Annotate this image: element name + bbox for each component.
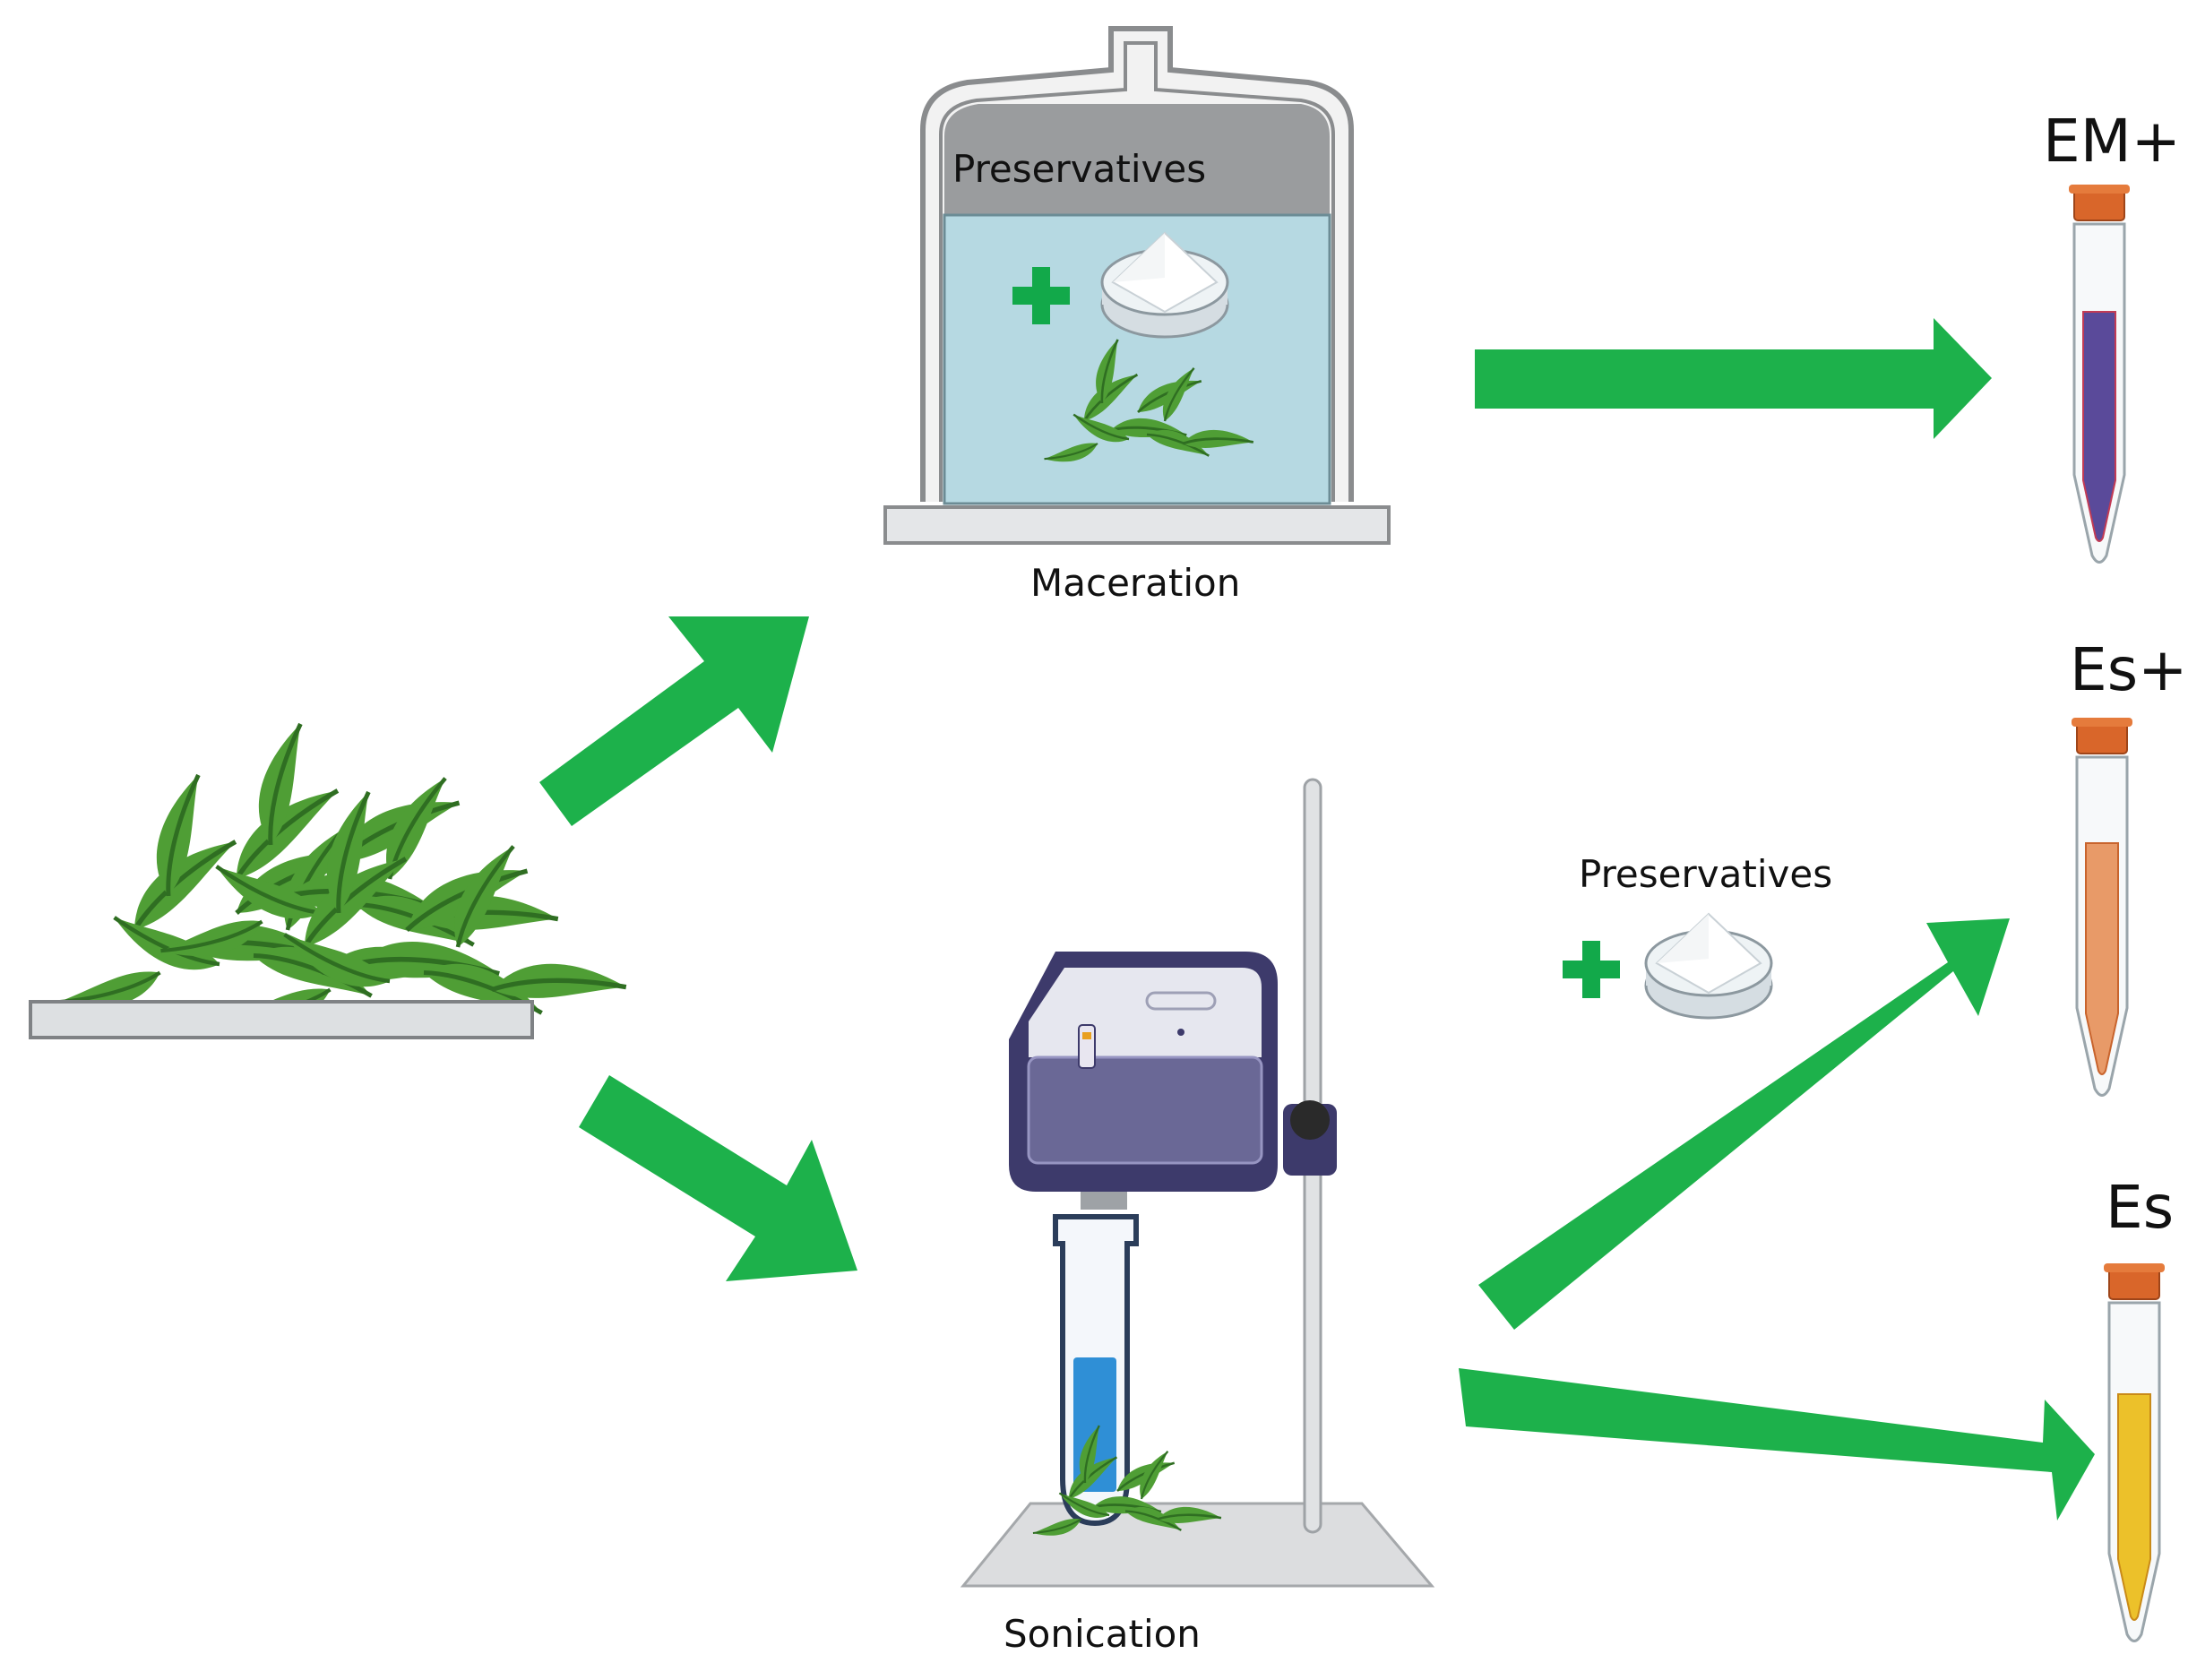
falcon-tube-icon [2102,1262,2166,1642]
maceration-vessel-icon [883,26,1391,545]
maceration-label: Maceration [1030,561,1240,605]
sonication-label: Sonication [1004,1612,1201,1656]
falcon-tube-icon [2067,183,2132,564]
tube-em-plus-label: EM+ [2043,107,2181,176]
arrow-to-sonication [579,1075,857,1281]
preservative-dish-icon [1644,912,1773,1020]
plus-icon [1563,941,1620,998]
tube-es-label: Es [2106,1173,2174,1242]
sonicator-icon [960,778,1435,1588]
falcon-tube-icon [2070,716,2134,1097]
sample-plate [29,1000,534,1039]
tube-es-plus-label: Es+ [2070,635,2187,704]
arrow-to-em-plus [1475,318,1992,439]
sonication-preservatives-label: Preservatives [1579,852,1832,896]
leaf-pile-icon [56,719,627,1032]
arrow-to-es-plus [1478,918,2010,1330]
maceration-preservatives-label: Preservatives [952,147,1206,191]
arrow-to-es [1459,1368,2095,1521]
arrow-to-maceration [539,616,809,826]
